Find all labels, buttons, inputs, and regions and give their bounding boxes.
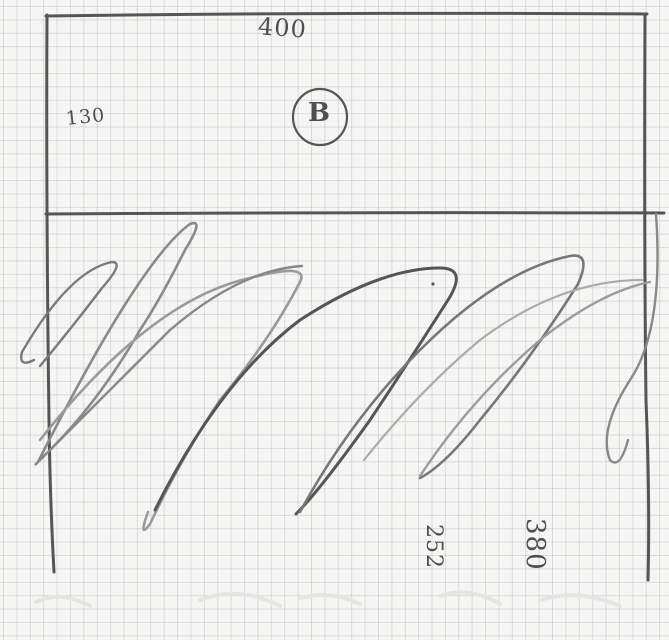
width-dimension-label: 400 (257, 14, 307, 41)
scribble-stroke-3 (40, 271, 301, 530)
inner-dimension-label: 252 (422, 524, 444, 569)
outer-dimension-label: 380 (522, 518, 548, 571)
frame-right-edge (645, 14, 649, 580)
section-marker-letter: B (306, 100, 332, 126)
frame-middle-divider (46, 213, 664, 214)
scribble-stroke-9 (607, 214, 658, 463)
scribble-stroke-1 (21, 262, 116, 366)
scribble-stroke-7 (420, 282, 650, 476)
top-height-dimension-label: 130 (65, 106, 106, 129)
frame-top-edge (46, 13, 647, 16)
faint-erased-marks (36, 592, 620, 606)
scribble-stroke-5 (155, 268, 456, 514)
scribble-stroke-8 (364, 280, 642, 460)
frame-left-edge (47, 15, 54, 572)
pencil-dot (431, 282, 434, 285)
scribble-stroke-4 (50, 266, 302, 450)
